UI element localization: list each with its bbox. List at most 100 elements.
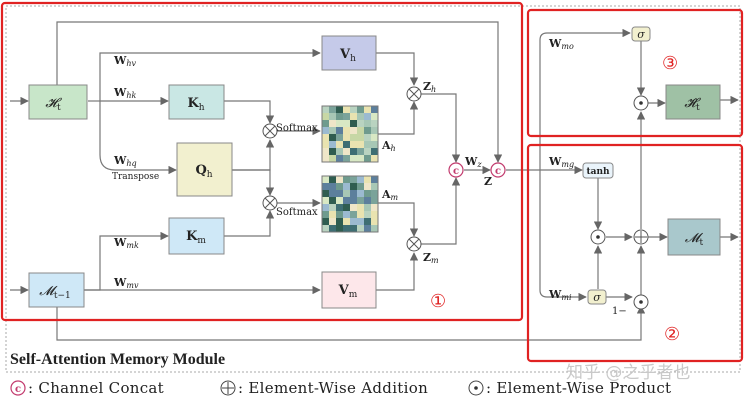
matrix-cell bbox=[371, 197, 378, 204]
matrix-cell bbox=[350, 190, 357, 197]
softmax-label-1: Softmax bbox=[276, 123, 318, 134]
attention-matrix-a-m bbox=[321, 175, 379, 233]
matrix-cell bbox=[357, 113, 364, 120]
matrix-cell bbox=[329, 204, 336, 211]
q-h-box bbox=[176, 142, 233, 197]
legend: c : Channel Concat : Element-Wise Additi… bbox=[10, 379, 671, 397]
k-m-box bbox=[168, 217, 225, 255]
matrix-cell bbox=[364, 190, 371, 197]
matrix-cell bbox=[336, 106, 343, 113]
matrix-cell bbox=[350, 183, 357, 190]
sigma-top-box bbox=[631, 26, 651, 42]
matrix-cell bbox=[329, 211, 336, 218]
module-boundary bbox=[5, 5, 741, 373]
matrix-cell bbox=[357, 176, 364, 183]
matrix-cell bbox=[336, 225, 343, 232]
multiply-op-zh bbox=[406, 86, 422, 102]
matrix-cell bbox=[350, 225, 357, 232]
matrix-cell bbox=[357, 155, 364, 162]
sigma-bot-label: σ bbox=[593, 291, 601, 304]
matrix-cell bbox=[336, 183, 343, 190]
product-op-output bbox=[633, 95, 649, 111]
matrix-cell bbox=[329, 127, 336, 134]
region-main bbox=[0, 1, 524, 322]
matrix-cell bbox=[357, 134, 364, 141]
matrix-cell bbox=[350, 204, 357, 211]
matrix-cell bbox=[322, 197, 329, 204]
v-h-box bbox=[321, 35, 377, 71]
matrix-cell bbox=[322, 134, 329, 141]
matrix-cell bbox=[371, 134, 378, 141]
legend-concat-icon: c bbox=[10, 380, 26, 396]
matrix-cell bbox=[350, 148, 357, 155]
matrix-cell bbox=[357, 204, 364, 211]
matrix-cell bbox=[322, 141, 329, 148]
sigma-bot-box bbox=[587, 289, 607, 305]
region-output bbox=[526, 8, 744, 138]
matrix-cell bbox=[364, 120, 371, 127]
multiply-op-1 bbox=[262, 123, 278, 139]
matrix-cell bbox=[350, 197, 357, 204]
k-h-box bbox=[168, 84, 225, 120]
matrix-cell bbox=[322, 155, 329, 162]
multiply-op-zm bbox=[406, 236, 422, 252]
w-mg-label: Wmg bbox=[548, 155, 574, 169]
matrix-cell bbox=[322, 148, 329, 155]
matrix-cell bbox=[322, 106, 329, 113]
matrix-cell bbox=[336, 197, 343, 204]
matrix-cell bbox=[350, 134, 357, 141]
matrix-cell bbox=[350, 113, 357, 120]
matrix-cell bbox=[371, 190, 378, 197]
matrix-cell bbox=[350, 218, 357, 225]
transpose-label: Transpose bbox=[112, 172, 159, 182]
matrix-cell bbox=[371, 113, 378, 120]
matrix-cell bbox=[329, 148, 336, 155]
region-number-2: ② bbox=[664, 324, 680, 345]
matrix-cell bbox=[364, 204, 371, 211]
sigma-top-label: σ bbox=[637, 28, 645, 41]
m-t-1-label: 𝓜t−1 bbox=[39, 284, 70, 301]
matrix-cell bbox=[371, 204, 378, 211]
region-number-1: ① bbox=[430, 291, 446, 312]
matrix-cell bbox=[364, 183, 371, 190]
matrix-cell bbox=[364, 225, 371, 232]
matrix-cell bbox=[357, 183, 364, 190]
matrix-cell bbox=[350, 211, 357, 218]
matrix-cell bbox=[371, 225, 378, 232]
region-update bbox=[526, 143, 744, 363]
matrix-cell bbox=[350, 106, 357, 113]
matrix-cell bbox=[336, 134, 343, 141]
matrix-cell bbox=[329, 190, 336, 197]
matrix-cell bbox=[343, 183, 350, 190]
matrix-cell bbox=[336, 148, 343, 155]
matrix-cell bbox=[343, 155, 350, 162]
matrix-cell bbox=[343, 106, 350, 113]
tanh-label: tanh bbox=[586, 167, 610, 177]
matrix-cell bbox=[357, 120, 364, 127]
one-minus-label: 1− bbox=[612, 306, 627, 317]
watermark: 知乎 @之乎者也 bbox=[566, 363, 690, 383]
matrix-cell bbox=[322, 190, 329, 197]
h-t-box bbox=[28, 84, 88, 120]
matrix-cell bbox=[343, 127, 350, 134]
matrix-cell bbox=[357, 211, 364, 218]
matrix-cell bbox=[350, 120, 357, 127]
z-m-label: Zm bbox=[423, 251, 439, 265]
matrix-cell bbox=[343, 120, 350, 127]
matrix-cell bbox=[371, 106, 378, 113]
matrix-cell bbox=[329, 155, 336, 162]
matrix-cell bbox=[364, 197, 371, 204]
matrix-cell bbox=[343, 141, 350, 148]
multiply-op-2 bbox=[262, 195, 278, 211]
legend-product-icon bbox=[468, 380, 484, 396]
matrix-cell bbox=[322, 113, 329, 120]
matrix-cell bbox=[364, 113, 371, 120]
matrix-cell bbox=[343, 204, 350, 211]
matrix-cell bbox=[350, 176, 357, 183]
matrix-cell bbox=[322, 218, 329, 225]
matrix-cell bbox=[343, 225, 350, 232]
matrix-cell bbox=[329, 113, 336, 120]
matrix-cell bbox=[322, 120, 329, 127]
matrix-frame bbox=[321, 175, 379, 233]
k-h-label: Kh bbox=[187, 96, 204, 113]
